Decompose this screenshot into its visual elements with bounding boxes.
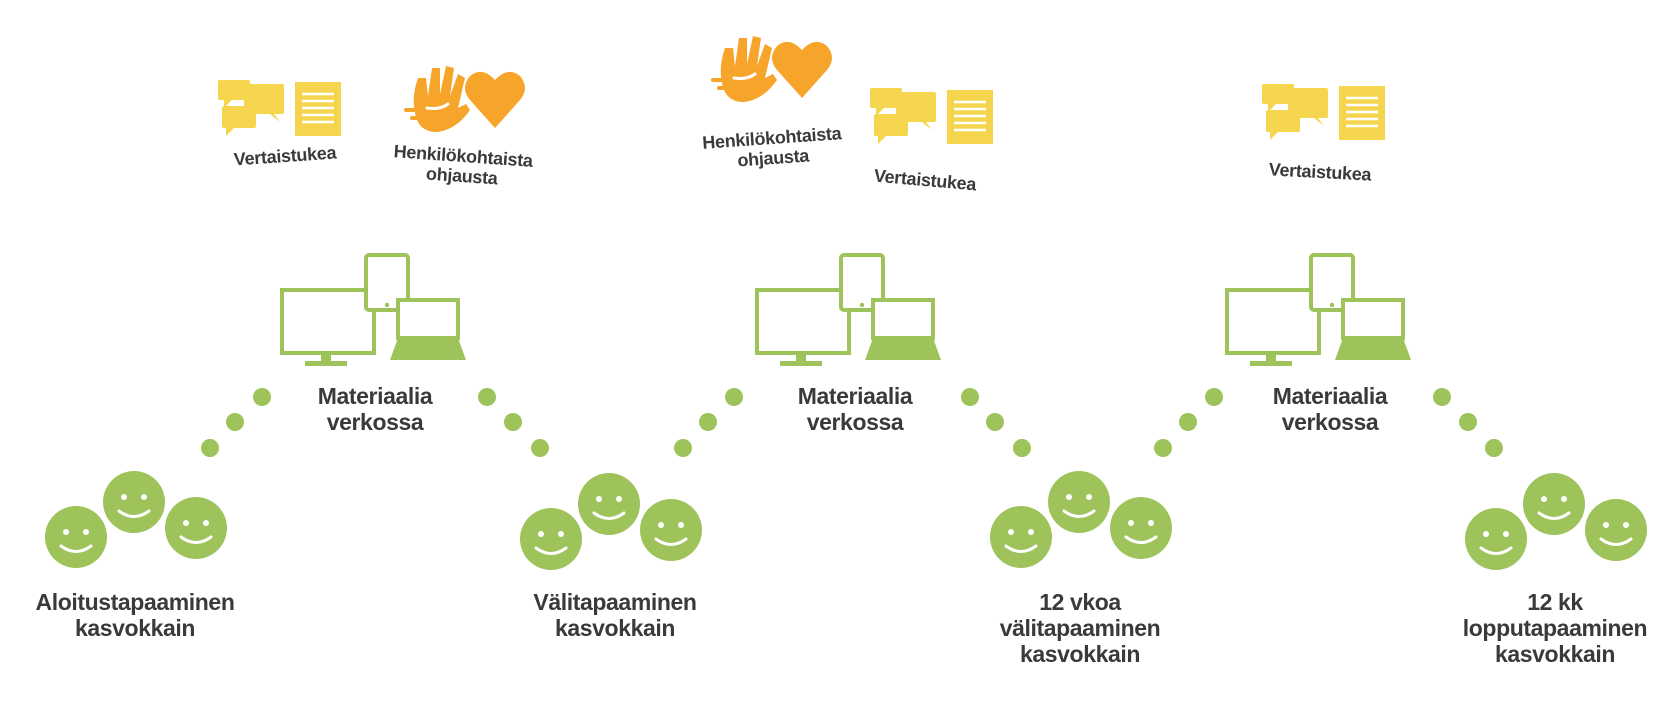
path-dot (674, 439, 692, 457)
path-dot (201, 439, 219, 457)
devices-icon-2 (755, 253, 943, 368)
path-dot (1485, 439, 1503, 457)
path-dot (725, 388, 743, 406)
path-dot (699, 413, 717, 431)
devices-icon-1 (280, 253, 468, 368)
path-dot (504, 413, 522, 431)
smiley-group-1 (43, 469, 229, 570)
path-dot (1459, 413, 1477, 431)
hand-heart-icon (709, 34, 834, 104)
path-dot (961, 388, 979, 406)
speech-bubbles-document-icon (1260, 82, 1387, 142)
hand-heart-icon (402, 64, 527, 134)
online-material-devices (280, 253, 1413, 368)
smiley-group-3 (988, 469, 1174, 570)
path-dot (1433, 388, 1451, 406)
path-dot (253, 388, 271, 406)
path-dot (1205, 388, 1223, 406)
path-dot (986, 413, 1004, 431)
speech-bubbles-document-icon (868, 86, 995, 146)
path-dot (478, 388, 496, 406)
smiley-group-2 (518, 471, 704, 572)
smiley-group-4 (1463, 471, 1649, 572)
path-dot (226, 413, 244, 431)
speech-bubbles-document-icon (216, 78, 343, 138)
devices-icon-3 (1225, 253, 1413, 368)
path-dot (1013, 439, 1031, 457)
path-dot (1179, 413, 1197, 431)
dotted-path (201, 388, 1503, 457)
path-dot (1154, 439, 1172, 457)
path-dot (531, 439, 549, 457)
face-to-face-meetings (43, 469, 1649, 572)
